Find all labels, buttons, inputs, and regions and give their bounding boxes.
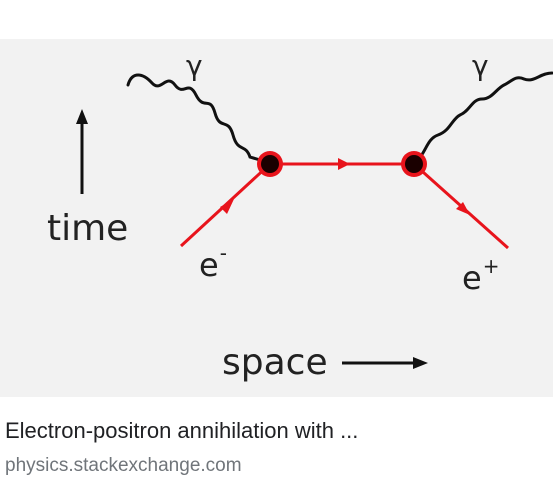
- photon-right-label: γ: [472, 49, 489, 82]
- photon-left-label: γ: [186, 49, 203, 82]
- electron-line: [179, 162, 272, 248]
- time-label: time: [47, 208, 128, 249]
- photon-left-wavy-line: [126, 73, 272, 165]
- electron-label: e-: [199, 241, 227, 284]
- vertex-left: [257, 151, 283, 177]
- result-source-domain: physics.stackexchange.com: [5, 455, 242, 476]
- feynman-diagram: γ γ time e- e+ space: [47, 49, 553, 383]
- photon-right-wavy-line: [412, 71, 553, 165]
- propagator-line: [270, 158, 414, 170]
- time-arrow-icon: [76, 109, 88, 194]
- result-thumbnail[interactable]: γ γ time e- e+ space: [0, 39, 553, 397]
- space-arrow-icon: [342, 357, 428, 369]
- space-label: space: [222, 342, 328, 383]
- result-title-link[interactable]: Electron-positron annihilation with ...: [5, 418, 359, 443]
- positron-label: e+: [462, 254, 499, 297]
- vertex-right: [401, 151, 427, 177]
- positron-line: [413, 162, 509, 250]
